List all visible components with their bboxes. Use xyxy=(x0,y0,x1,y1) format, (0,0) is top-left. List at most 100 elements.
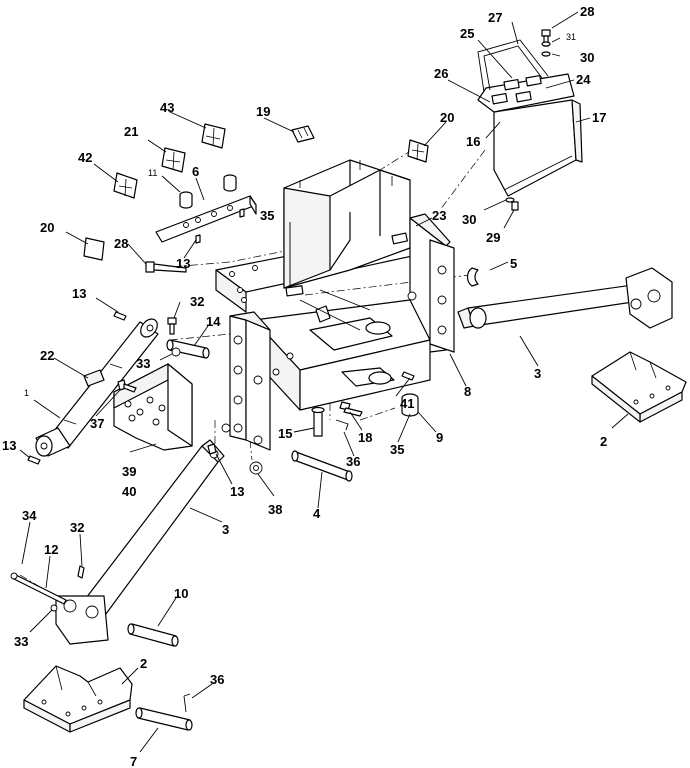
part-8-side-plate xyxy=(429,239,455,353)
callout-19: 19 xyxy=(256,104,270,119)
callout-27: 27 xyxy=(488,10,502,25)
part-3-arm-right xyxy=(457,267,673,329)
callout-14: 14 xyxy=(206,314,221,329)
part-15-pin xyxy=(311,406,325,437)
part-27-handle xyxy=(477,39,549,93)
callout-33-center: 33 xyxy=(136,356,150,371)
callout-32-left: 32 xyxy=(70,520,84,535)
part-5-clip xyxy=(466,267,479,287)
decal-42 xyxy=(113,172,138,199)
part-33-nut-left xyxy=(50,604,58,612)
callout-36-center: 36 xyxy=(346,454,360,469)
part-36-clip-lower xyxy=(183,693,191,713)
part-29-bolt xyxy=(511,201,519,211)
callout-labels: 1 2 2 3 3 4 5 6 7 8 9 10 11 12 13 13 13 … xyxy=(2,4,607,768)
callout-23: 23 xyxy=(432,208,446,223)
part-14-pin xyxy=(166,339,210,359)
callout-38: 38 xyxy=(268,502,282,517)
callout-39: 39 xyxy=(122,464,136,479)
callout-25: 25 xyxy=(460,26,474,41)
callout-11: 11 xyxy=(148,168,157,178)
part-37-bolt xyxy=(117,379,137,393)
callout-35-top: 35 xyxy=(260,208,274,223)
callout-33-left: 33 xyxy=(14,634,28,649)
part-13-pin-a xyxy=(113,311,127,321)
callout-28-left: 28 xyxy=(114,236,128,251)
callout-30-top: 30 xyxy=(580,50,594,65)
callout-16: 16 xyxy=(466,134,480,149)
callout-2-right: 2 xyxy=(600,434,607,449)
callout-37: 37 xyxy=(90,416,104,431)
part-36-clip-center xyxy=(335,419,349,431)
part-18-bolt xyxy=(339,401,363,417)
part-4-pin xyxy=(291,450,353,482)
decal-19 xyxy=(291,125,315,143)
callout-13-a: 13 xyxy=(72,286,86,301)
callout-43: 43 xyxy=(160,100,174,115)
callout-18: 18 xyxy=(358,430,372,445)
callout-21: 21 xyxy=(124,124,138,139)
callout-15: 15 xyxy=(278,426,292,441)
part-31-washer xyxy=(541,41,551,47)
part-35-bushing xyxy=(401,393,419,417)
callout-36-lower: 36 xyxy=(210,672,224,687)
callout-31: 31 xyxy=(566,32,576,42)
callout-5: 5 xyxy=(510,256,517,271)
callout-30-bottom: 30 xyxy=(462,212,476,227)
callout-22: 22 xyxy=(40,348,54,363)
callout-29: 29 xyxy=(486,230,500,245)
part-2-bracket-lower xyxy=(23,665,133,733)
callout-6: 6 xyxy=(192,164,199,179)
callout-3-right: 3 xyxy=(534,366,541,381)
callout-40: 40 xyxy=(122,484,136,499)
callout-4: 4 xyxy=(313,506,321,521)
callout-41: 41 xyxy=(400,396,414,411)
part-3-arm-left xyxy=(55,439,225,645)
part-13-pin-c xyxy=(207,443,217,455)
part-28-bolt-left xyxy=(145,261,187,273)
part-25-plates xyxy=(491,74,542,105)
callout-13-d: 13 xyxy=(230,484,244,499)
callout-42: 42 xyxy=(78,150,92,165)
callout-26: 26 xyxy=(434,66,448,81)
part-41-pin xyxy=(401,371,415,381)
part-39-bracket xyxy=(113,363,193,451)
callout-35-center: 35 xyxy=(390,442,404,457)
leader-lines xyxy=(19,11,629,753)
part-33-nut xyxy=(171,347,181,357)
part-10-pin xyxy=(127,623,179,647)
part-7-pin xyxy=(135,707,193,731)
callout-9: 9 xyxy=(436,430,443,445)
decal-20-left xyxy=(83,237,105,261)
main-frame xyxy=(215,159,451,411)
part-32-bolt xyxy=(167,317,177,335)
callout-20-right: 20 xyxy=(440,110,454,125)
decal-20-right xyxy=(407,139,429,163)
callout-13-b: 13 xyxy=(176,256,190,271)
decal-43 xyxy=(201,123,226,149)
callout-10: 10 xyxy=(174,586,188,601)
callout-17: 17 xyxy=(592,110,606,125)
callout-1: 1 xyxy=(24,388,29,398)
part-32-bolt-left xyxy=(77,565,85,579)
part-2-bracket-right xyxy=(591,351,687,423)
callout-13-c: 13 xyxy=(2,438,16,453)
part-22-cylinder xyxy=(35,318,159,457)
callout-28-right: 28 xyxy=(580,4,594,19)
decal-21 xyxy=(161,147,186,173)
callout-7: 7 xyxy=(130,754,137,768)
callout-2-lower: 2 xyxy=(140,656,147,671)
callout-12: 12 xyxy=(44,542,58,557)
callout-20-left: 20 xyxy=(40,220,54,235)
callout-34: 34 xyxy=(22,508,37,523)
callout-32-center: 32 xyxy=(190,294,204,309)
callout-3-left: 3 xyxy=(222,522,229,537)
callout-24: 24 xyxy=(576,72,591,87)
part-12-pin xyxy=(10,572,67,605)
part-13-pin-b xyxy=(27,455,41,465)
part-38-washer xyxy=(249,461,263,475)
callout-8: 8 xyxy=(464,384,471,399)
left-side-plate xyxy=(221,311,271,451)
